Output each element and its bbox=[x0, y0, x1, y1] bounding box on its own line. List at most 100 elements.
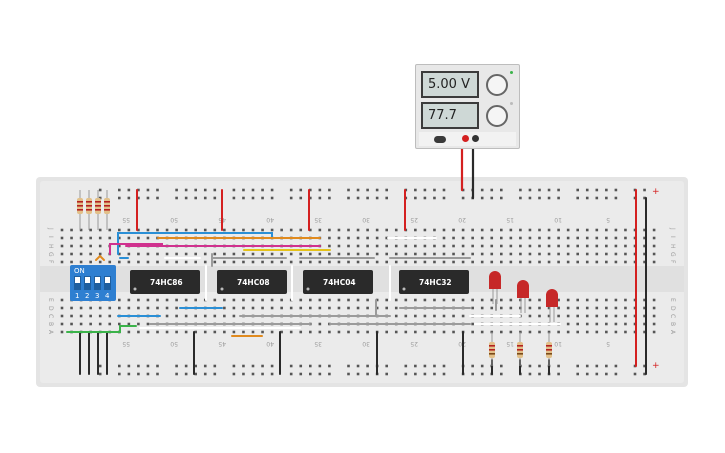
breadboard-hole[interactable] bbox=[643, 244, 646, 248]
breadboard-hole[interactable] bbox=[394, 252, 398, 256]
breadboard-hole[interactable] bbox=[270, 228, 274, 232]
chip-74hc04[interactable]: 74HC04 bbox=[303, 270, 373, 294]
rail-hole[interactable] bbox=[643, 188, 646, 192]
breadboard-hole[interactable] bbox=[394, 244, 398, 248]
breadboard-hole[interactable] bbox=[576, 260, 579, 264]
breadboard-hole[interactable] bbox=[98, 244, 102, 248]
breadboard-hole[interactable] bbox=[643, 228, 646, 232]
breadboard-hole[interactable] bbox=[414, 330, 417, 334]
rail-hole[interactable] bbox=[318, 372, 322, 376]
breadboard-hole[interactable] bbox=[175, 306, 178, 310]
rail-hole[interactable] bbox=[232, 196, 236, 200]
rail-hole[interactable] bbox=[576, 196, 579, 200]
rail-hole[interactable] bbox=[347, 188, 350, 192]
breadboard-hole[interactable] bbox=[118, 244, 121, 248]
breadboard-hole[interactable] bbox=[261, 252, 264, 256]
breadboard-hole[interactable] bbox=[328, 298, 331, 302]
breadboard-hole[interactable] bbox=[299, 228, 303, 232]
breadboard-hole[interactable] bbox=[194, 228, 197, 232]
breadboard-hole[interactable] bbox=[471, 252, 474, 256]
breadboard-hole[interactable] bbox=[423, 244, 427, 248]
breadboard-hole[interactable] bbox=[89, 244, 92, 248]
rail-hole[interactable] bbox=[643, 196, 646, 200]
rail-hole[interactable] bbox=[232, 364, 236, 368]
breadboard-hole[interactable] bbox=[461, 252, 465, 256]
breadboard-hole[interactable] bbox=[347, 252, 350, 256]
breadboard-hole[interactable] bbox=[375, 244, 379, 248]
breadboard-hole[interactable] bbox=[614, 298, 618, 302]
breadboard-hole[interactable] bbox=[566, 260, 570, 264]
rail-hole[interactable] bbox=[309, 196, 312, 200]
rail-hole[interactable] bbox=[347, 372, 350, 376]
breadboard-hole[interactable] bbox=[509, 306, 513, 310]
breadboard-hole[interactable] bbox=[175, 260, 178, 264]
breadboard-hole[interactable] bbox=[595, 236, 599, 240]
breadboard-hole[interactable] bbox=[175, 314, 178, 318]
breadboard-hole[interactable] bbox=[557, 244, 560, 248]
breadboard-hole[interactable] bbox=[137, 330, 140, 334]
rail-hole[interactable] bbox=[118, 364, 121, 368]
breadboard-hole[interactable] bbox=[137, 236, 140, 240]
breadboard-hole[interactable] bbox=[471, 260, 474, 264]
breadboard-hole[interactable] bbox=[557, 228, 560, 232]
breadboard-hole[interactable] bbox=[328, 306, 331, 310]
breadboard-hole[interactable] bbox=[624, 228, 627, 232]
breadboard-hole[interactable] bbox=[127, 252, 131, 256]
breadboard-hole[interactable] bbox=[624, 244, 627, 248]
breadboard-hole[interactable] bbox=[165, 260, 169, 264]
green-wire[interactable] bbox=[66, 325, 137, 333]
breadboard-hole[interactable] bbox=[519, 236, 522, 240]
breadboard-hole[interactable] bbox=[385, 228, 388, 232]
breadboard-hole[interactable] bbox=[528, 314, 532, 318]
rail-hole[interactable] bbox=[614, 196, 618, 200]
rail-hole[interactable] bbox=[528, 372, 532, 376]
rail-hole[interactable] bbox=[261, 188, 264, 192]
breadboard-hole[interactable] bbox=[299, 252, 303, 256]
breadboard-hole[interactable] bbox=[509, 330, 513, 334]
breadboard-hole[interactable] bbox=[70, 314, 73, 318]
breadboard-hole[interactable] bbox=[547, 236, 551, 240]
breadboard-hole[interactable] bbox=[118, 298, 121, 302]
breadboard-hole[interactable] bbox=[366, 298, 369, 302]
breadboard-hole[interactable] bbox=[270, 260, 274, 264]
breadboard-hole[interactable] bbox=[643, 306, 646, 310]
rail-hole[interactable] bbox=[137, 372, 140, 376]
breadboard-hole[interactable] bbox=[98, 228, 102, 232]
rail-hole[interactable] bbox=[137, 188, 140, 192]
breadboard-hole[interactable] bbox=[165, 228, 169, 232]
rail-hole[interactable] bbox=[433, 372, 436, 376]
breadboard-hole[interactable] bbox=[576, 306, 579, 310]
breadboard-hole[interactable] bbox=[480, 330, 484, 334]
rail-hole[interactable] bbox=[137, 196, 140, 200]
breadboard-hole[interactable] bbox=[385, 236, 388, 240]
breadboard-hole[interactable] bbox=[165, 252, 169, 256]
breadboard-hole[interactable] bbox=[585, 252, 589, 256]
breadboard-hole[interactable] bbox=[394, 306, 398, 310]
dip-switch[interactable]: ON 1 2 3 4 bbox=[70, 265, 116, 301]
breadboard-hole[interactable] bbox=[595, 244, 599, 248]
rail-hole[interactable] bbox=[194, 372, 197, 376]
rail-hole[interactable] bbox=[557, 196, 560, 200]
rail-hole[interactable] bbox=[385, 188, 388, 192]
breadboard-hole[interactable] bbox=[184, 298, 188, 302]
breadboard-hole[interactable] bbox=[471, 306, 474, 310]
breadboard-hole[interactable] bbox=[213, 298, 217, 302]
rail-hole[interactable] bbox=[414, 188, 417, 192]
rail-hole[interactable] bbox=[480, 188, 484, 192]
breadboard-hole[interactable] bbox=[60, 260, 64, 264]
breadboard-hole[interactable] bbox=[509, 244, 513, 248]
breadboard-hole[interactable] bbox=[461, 298, 465, 302]
rail-hole[interactable] bbox=[98, 372, 102, 376]
rail-hole[interactable] bbox=[356, 364, 360, 368]
breadboard-hole[interactable] bbox=[652, 228, 656, 232]
breadboard-hole[interactable] bbox=[127, 330, 131, 334]
breadboard-hole[interactable] bbox=[98, 260, 102, 264]
rail-hole[interactable] bbox=[528, 188, 532, 192]
rail-hole[interactable] bbox=[347, 364, 350, 368]
breadboard-hole[interactable] bbox=[500, 244, 503, 248]
breadboard-hole[interactable] bbox=[337, 228, 341, 232]
dip-toggle[interactable] bbox=[75, 277, 80, 283]
rail-hole[interactable] bbox=[98, 364, 102, 368]
breadboard-hole[interactable] bbox=[652, 244, 656, 248]
breadboard-hole[interactable] bbox=[328, 236, 331, 240]
